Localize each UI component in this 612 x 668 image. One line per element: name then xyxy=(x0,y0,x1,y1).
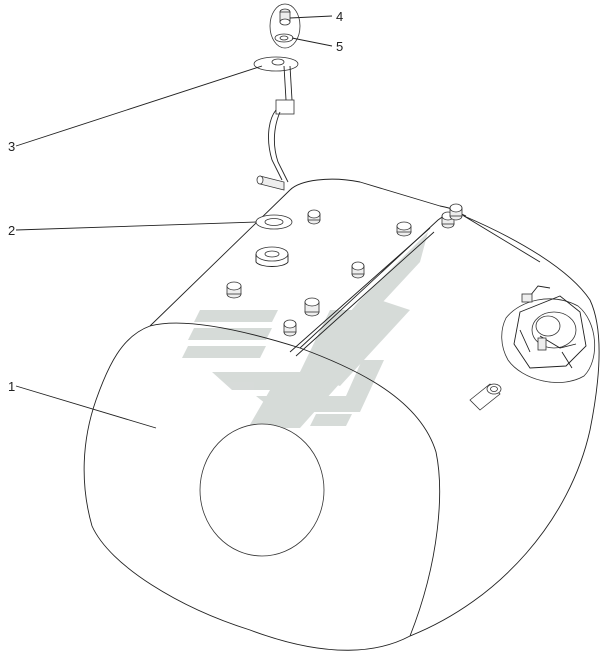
leader-line-5 xyxy=(291,37,333,47)
leader-lines xyxy=(15,15,333,429)
callout-2: 2 xyxy=(8,223,15,238)
callout-1: 1 xyxy=(8,379,15,394)
tank-opening-flange xyxy=(255,246,289,267)
tank-rib xyxy=(289,227,435,357)
side-pump-unit xyxy=(501,285,595,383)
boss xyxy=(226,281,242,299)
callout-5: 5 xyxy=(336,39,343,54)
leader-line-2 xyxy=(15,221,257,231)
boss xyxy=(351,261,365,279)
tank-right-side xyxy=(409,215,600,637)
tank-front-opening xyxy=(199,423,325,557)
tank-bosses xyxy=(226,203,463,337)
side-pipe xyxy=(469,383,502,411)
boss xyxy=(283,319,297,337)
mounting-flange xyxy=(255,214,293,230)
tank-front-face xyxy=(83,322,441,651)
boss xyxy=(396,221,412,237)
leader-line-1 xyxy=(15,385,157,429)
tank-top-surface xyxy=(149,178,541,327)
manufacturer-logo-watermark xyxy=(182,232,428,428)
fuel-tank xyxy=(83,178,600,651)
filler-cap-assembly xyxy=(269,3,301,49)
boss xyxy=(449,203,463,221)
leader-line-4 xyxy=(289,15,333,19)
boss xyxy=(307,209,321,225)
callout-labels: 1 2 3 4 5 xyxy=(8,9,343,394)
fuel-level-sender xyxy=(253,56,299,191)
callout-3: 3 xyxy=(8,139,15,154)
leader-line-3 xyxy=(15,65,263,147)
callout-4: 4 xyxy=(336,9,343,24)
boss xyxy=(304,297,320,317)
